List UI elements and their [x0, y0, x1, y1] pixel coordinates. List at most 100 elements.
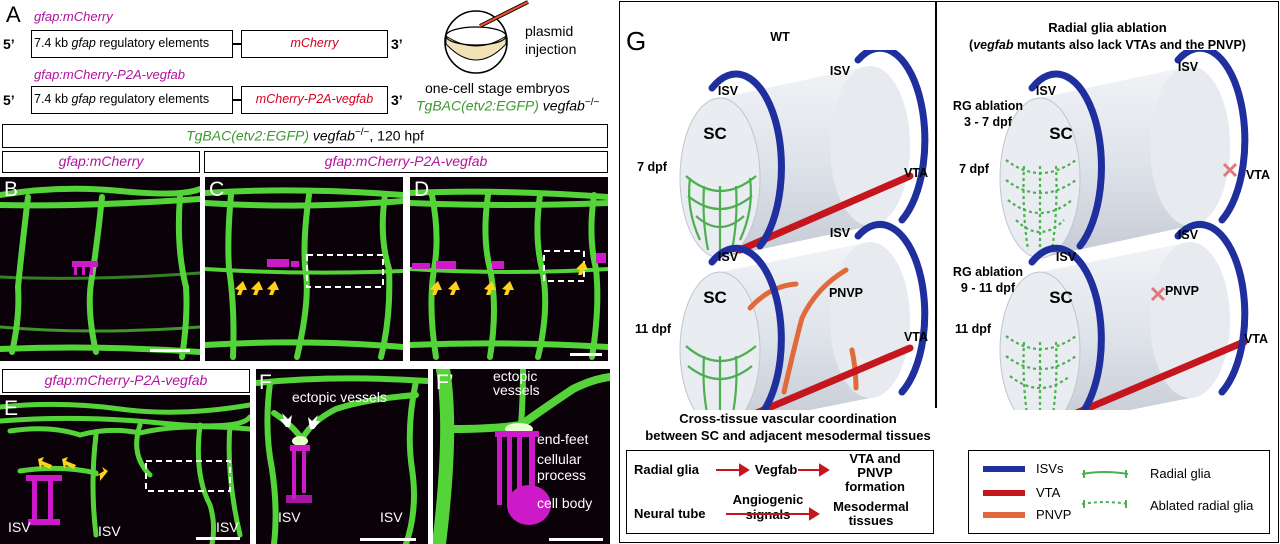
schematic-svg: [679, 50, 1249, 410]
scale-bar: [549, 538, 603, 541]
isv-label: ISV: [1055, 250, 1077, 264]
cell-body-label: cell body: [537, 495, 593, 511]
isv-label: ISV: [216, 519, 239, 535]
wt-title: WT: [770, 30, 790, 44]
legend-vta-swatch: [983, 490, 1025, 496]
panel-b-title: gfap:mCherry: [58, 153, 144, 169]
injection-text: plasmid injection: [525, 23, 577, 57]
legend-radial-glia: Radial glia: [1150, 466, 1211, 481]
flow-neural-tube: Neural tube: [634, 506, 706, 521]
legend-box: [968, 450, 1270, 534]
embryo-geno: −/−: [584, 97, 600, 108]
panel-f-prime-label: F’: [436, 371, 454, 394]
cylinder-ablation-11dpf: [999, 220, 1249, 410]
scale-bar: [150, 349, 190, 352]
cylinder-wt-11dpf: [679, 220, 929, 410]
petri-dish-icon: [444, 0, 529, 74]
sc-label: SC: [703, 288, 727, 307]
construct1-5prime: 5’: [3, 36, 15, 52]
reg-suffix: regulatory elements: [95, 36, 210, 50]
construct1-cds: mCherry: [290, 36, 339, 50]
construct1-name: gfap:mCherry: [34, 9, 113, 24]
cellular-process-label: cellular process: [537, 451, 587, 483]
construct2-link: [233, 99, 241, 101]
sc-label: SC: [1049, 288, 1073, 307]
isv-label: ISV: [717, 250, 739, 264]
isv-label: ISV: [1035, 84, 1057, 98]
flow-out2: Mesodermal tissues: [833, 499, 909, 528]
legend-isv-swatch: [983, 466, 1025, 472]
construct1-link: [233, 43, 241, 45]
construct2-cds-box: mCherry-P2A-vegfab: [241, 86, 388, 114]
dpf7-label: 7 dpf: [959, 162, 989, 176]
abl-sub-rest: mutants also lack VTAs and the PNVP): [1013, 38, 1246, 52]
embryo-line: TgBAC(etv2:EGFP): [416, 97, 539, 114]
panel-e-title-box: gfap:mCherry-P2A-vegfab: [2, 369, 250, 393]
flow-out1: VTA and PNVP formation: [845, 451, 905, 494]
abl-sub-open: (: [969, 38, 974, 52]
header-geno: −/−: [354, 127, 370, 138]
isv-label: ISV: [98, 523, 121, 539]
isv-label: ISV: [380, 509, 403, 525]
construct2-5prime: 5’: [3, 92, 15, 108]
cylinder-wt-7dpf: [679, 50, 929, 259]
isv-label: ISV: [1177, 228, 1199, 242]
cylinder-ablation-7dpf: [999, 50, 1249, 259]
isv-label: ISV: [829, 226, 851, 240]
flow-vegfab: Vegfab: [754, 462, 798, 477]
micrograph-f-prime: ectopic vessels end-feet cellular proces…: [433, 369, 610, 544]
construct2-3prime: 3’: [391, 92, 403, 108]
vta-label: VTA: [903, 330, 929, 344]
reg-prefix: 7.4 kb: [34, 92, 72, 106]
micrograph-c: [205, 177, 403, 361]
dpf7-label: 7 dpf: [637, 160, 667, 174]
panel-e-label: E: [4, 397, 19, 420]
panel-c-label: C: [209, 178, 225, 201]
scale-bar: [570, 353, 602, 356]
legend-ablated-glia: Ablated radial glia: [1150, 498, 1254, 513]
sc-label: SC: [1049, 124, 1073, 143]
vta-label: VTA: [1243, 332, 1269, 346]
panel-cd-title: gfap:mCherry-P2A-vegfab: [324, 153, 488, 169]
panel-d-label: D: [414, 178, 430, 201]
panel-e-title: gfap:mCherry-P2A-vegfab: [44, 372, 208, 388]
cross-tissue-caption: Cross-tissue vascular coordination betwe…: [645, 411, 931, 443]
header-line: TgBAC(etv2:EGFP): [186, 127, 309, 144]
legend-vta: VTA: [1036, 485, 1061, 500]
reg-gene: gfap: [71, 36, 96, 50]
header-mut: vegfab: [309, 127, 355, 144]
panel-g-divider: [935, 2, 937, 408]
reg-suffix: regulatory elements: [95, 92, 210, 106]
construct2-name: gfap:mCherry-P2A-vegfab: [34, 67, 186, 82]
panel-f-label: F: [259, 371, 272, 394]
isv-label: ISV: [8, 519, 31, 535]
end-feet-label: end-feet: [537, 431, 589, 447]
vta-label: VTA: [1245, 168, 1271, 182]
pnvp-label: PNVP: [828, 286, 864, 300]
isv-label: ISV: [1177, 60, 1199, 74]
reg-gene: gfap: [71, 92, 96, 106]
flow-box: [626, 450, 934, 534]
panel-a-label: A: [6, 2, 21, 27]
flow-radial-glia: Radial glia: [634, 462, 700, 477]
micrograph-b: [0, 177, 200, 361]
vta-label: VTA: [903, 166, 929, 180]
dpf11-label: 11 dpf: [954, 322, 992, 336]
genotype-header: TgBAC(etv2:EGFP) vegfab−/−, 120 hpf: [2, 124, 608, 148]
scale-bar: [196, 537, 240, 540]
embryo-stage: one-cell stage embryos: [425, 80, 570, 96]
isv-label: ISV: [829, 64, 851, 78]
construct2-cds: mCherry-P2A-vegfab: [255, 92, 374, 106]
panel-b-label: B: [4, 178, 19, 201]
dpf11-label: 11 dpf: [634, 322, 672, 336]
panel-b-title-box: gfap:mCherry: [2, 151, 200, 173]
legend-pnvp-swatch: [983, 512, 1025, 518]
rg-ablation-1: RG ablation 3 - 7 dpf: [952, 99, 1024, 129]
isv-label: ISV: [717, 84, 739, 98]
embryo-mut: vegfab: [538, 97, 585, 114]
isv-label: ISV: [278, 509, 301, 525]
construct1-regulatory-box: 7.4 kb gfap regulatory elements: [31, 30, 233, 58]
ectopic-vessels-label: ectopic vessels: [292, 389, 387, 405]
scale-bar: [360, 538, 416, 541]
legend-isvs: ISVs: [1036, 461, 1064, 476]
